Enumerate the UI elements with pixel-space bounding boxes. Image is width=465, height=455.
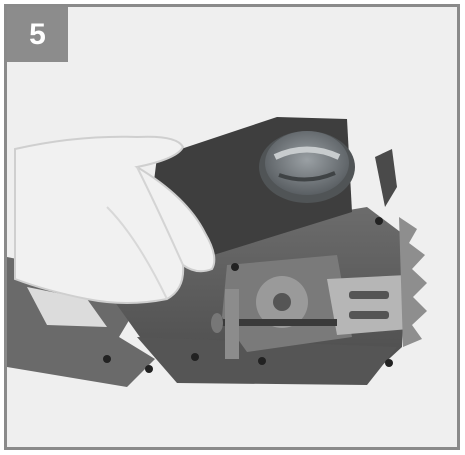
step-number-badge: 5 xyxy=(7,7,68,62)
lower-housing xyxy=(137,337,397,385)
bar-clamp-plate xyxy=(327,275,409,335)
sprocket-hub xyxy=(273,293,291,311)
handle-opening xyxy=(27,287,107,327)
screw xyxy=(191,353,199,361)
clamp-slot-bottom xyxy=(349,311,389,319)
oil-cap-groove xyxy=(278,171,336,182)
tension-bracket xyxy=(225,289,239,359)
oil-cap-grip xyxy=(273,146,341,160)
hand xyxy=(14,135,216,304)
chainsaw-assembly-photo xyxy=(7,7,457,447)
tension-knob xyxy=(211,313,223,333)
screw xyxy=(231,263,239,271)
oil-cap xyxy=(265,131,349,195)
screw xyxy=(145,365,153,373)
clamp-slot-top xyxy=(349,291,389,299)
screw xyxy=(385,359,393,367)
screw xyxy=(103,355,111,363)
finger-crease xyxy=(136,166,184,266)
instruction-figure: 5 xyxy=(4,4,460,450)
screw xyxy=(258,357,266,365)
front-guard-tip xyxy=(375,149,397,207)
screw xyxy=(375,217,383,225)
finger-crease xyxy=(106,206,168,300)
bucking-spikes xyxy=(399,217,427,347)
tension-rod xyxy=(217,319,337,326)
